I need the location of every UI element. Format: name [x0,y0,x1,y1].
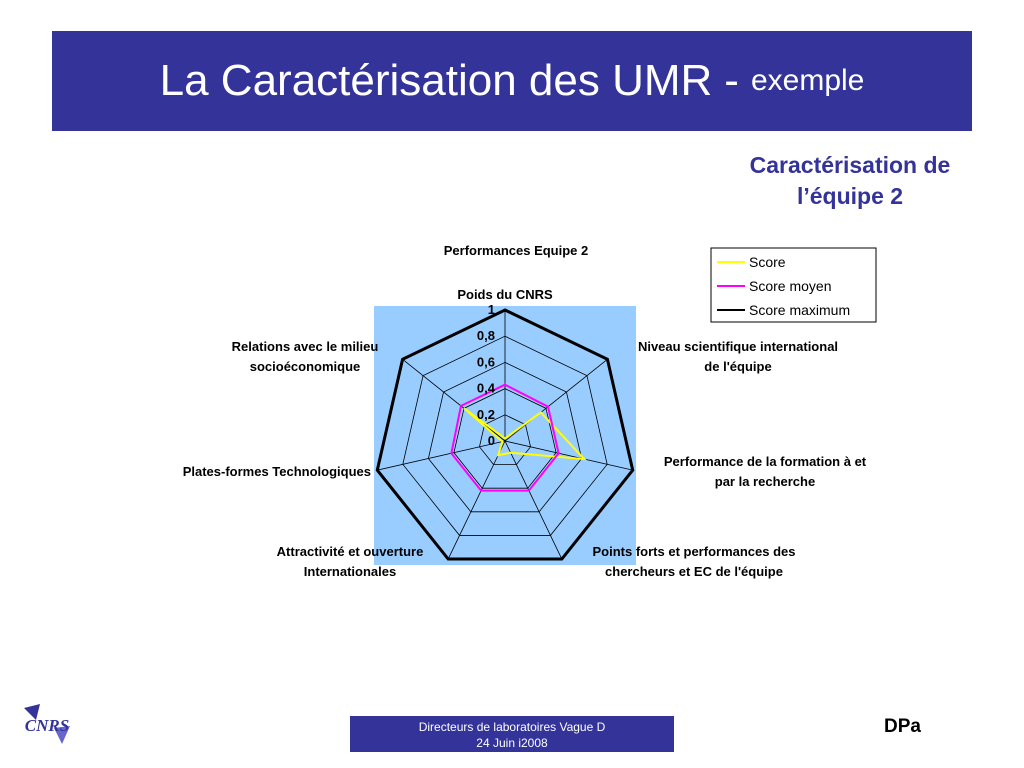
footer-line-1: Directeurs de laboratoires Vague D [418,720,606,734]
slide-title-suffix: exemple [750,64,865,97]
footer-label: DPa [884,716,921,737]
chart-title: Performances Equipe 2 [444,243,589,258]
tick-label: 0,2 [477,407,495,422]
tick-label: 0,8 [477,328,495,343]
category-label: de l'équipe [704,359,771,374]
legend-label: Score maximum [749,302,850,318]
grid-spoke [504,440,633,471]
grid-spoke [504,440,563,560]
title-banner: La Caractérisation des UMR - exemple [52,31,972,131]
legend-label: Score moyen [749,278,831,294]
category-label: Relations avec le milieu [232,339,379,354]
category-label: Niveau scientifique international [638,339,838,354]
grid-spoke [377,440,506,471]
category-label: Internationales [304,564,396,579]
tick-label: 0,4 [477,381,496,396]
grid-spoke [447,440,506,560]
series-line-score [463,407,587,461]
category-label: chercheurs et EC de l'équipe [605,564,783,579]
subtitle-line-2: l’équipe 2 [796,183,904,209]
series-line-score-maximum [375,308,635,561]
logo-text: CNRS [25,716,69,735]
grid-ring [402,335,608,536]
slide-title: La Caractérisation des UMR [159,56,713,105]
logo-shape-1 [24,704,40,720]
footer-box: Directeurs de laboratoires Vague D 24 Ju… [350,716,674,752]
cnrs-logo: CNRS [24,704,70,744]
category-label: Plates-formes Technologiques [183,464,371,479]
series-line-score-moyen [450,383,560,492]
category-label: par la recherche [715,474,815,489]
grid-ring [479,414,531,466]
title-separator: - [724,56,739,105]
category-label: Attractivité et ouverture [277,544,424,559]
tick-label: 0,6 [477,354,495,369]
tick-label: 0 [488,433,495,448]
category-label: Performance de la formation à et [664,454,867,469]
grid-spoke [504,359,608,442]
footer-line-2: 24 Juin i2008 [476,736,548,750]
tick-label: 1 [488,302,495,317]
legend-label: Score [749,254,786,270]
grid-spoke [402,359,506,442]
subtitle-line-1: Caractérisation de [749,152,951,178]
category-label: Points forts et performances des [593,544,796,559]
category-label: Poids du CNRS [457,287,553,302]
grid-ring [453,388,557,489]
slide-subtitle: Caractérisation de l’équipe 2 [700,150,1000,212]
logo-shape-2 [54,726,70,744]
category-label: socioéconomique [250,359,361,374]
grid-ring [427,361,583,513]
